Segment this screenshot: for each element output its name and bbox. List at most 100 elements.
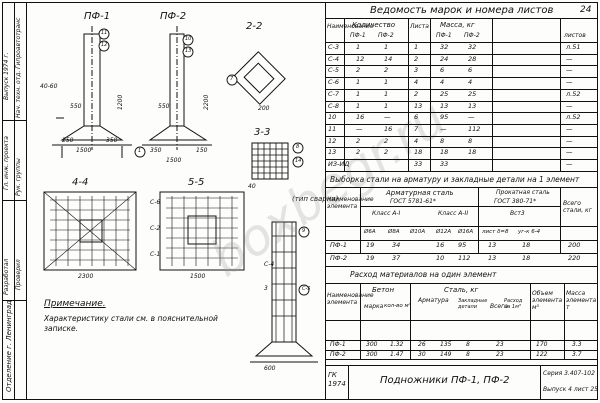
- steel-header: ГОСТ 5781-61*: [390, 198, 436, 205]
- table-cell: 6: [440, 66, 445, 75]
- table-row-rule: [325, 88, 597, 90]
- dimension-label: 250: [62, 137, 74, 144]
- table-cell: 13: [488, 241, 497, 249]
- material-subheader: Закладные детали: [458, 298, 488, 310]
- table-row-rule: [325, 100, 597, 102]
- dimension-label: 1500: [190, 273, 206, 280]
- table-cell: —: [440, 124, 447, 133]
- table-cell: 13: [328, 148, 337, 157]
- table-cell: 300: [366, 341, 378, 348]
- table-cell: 19: [366, 254, 375, 262]
- frame-top: [2, 2, 598, 3]
- marks-header: Масса, кг: [440, 21, 475, 29]
- table-cell: 4: [414, 78, 419, 87]
- table-cell: 16: [356, 113, 365, 122]
- table-cell: С-7: [328, 89, 340, 98]
- table-cell: 8: [440, 136, 445, 145]
- steel-rule-top: [325, 171, 597, 172]
- dimension-label: 2200: [203, 94, 210, 110]
- position-marker: С-5: [302, 286, 311, 292]
- view-title: ПФ-1: [84, 11, 111, 22]
- steel-header: Всего стали, кг: [563, 200, 592, 215]
- steel-subheader: лист δ=8: [482, 229, 509, 235]
- table-cell: 2: [384, 136, 389, 145]
- table-cell: —: [356, 124, 363, 133]
- table-cell: ПФ-1: [330, 341, 346, 348]
- table-cell: ИЗ-ИД: [328, 160, 350, 168]
- position-marker: 14: [295, 158, 302, 164]
- table-cell: 30: [418, 350, 426, 358]
- material-subheader: Расход на 1м³: [504, 298, 523, 310]
- table-cell: 12: [356, 54, 365, 63]
- table-cell: 32: [440, 43, 449, 51]
- stamp-series: ГК 1974: [328, 371, 346, 389]
- table-cell: ПФ-2: [330, 254, 347, 262]
- table-cell: 220: [568, 254, 581, 262]
- strip-sep-3: [2, 300, 26, 301]
- table-row-rule: [325, 65, 597, 67]
- table-cell: 2: [414, 54, 419, 63]
- steel-subheader: Класс А-II: [438, 210, 469, 217]
- material-header: Масса элемента т: [566, 290, 597, 312]
- table-cell: 4: [414, 136, 419, 145]
- steel-subheader: Ø8А: [388, 229, 400, 235]
- table-row-rule: [325, 159, 597, 160]
- table-cell: 37: [392, 254, 401, 262]
- stamp-title: Подножники ПФ-1, ПФ-2: [380, 375, 510, 386]
- table-cell: л.51: [566, 43, 581, 51]
- position-marker: С-4: [264, 261, 275, 268]
- material-header: Бетон: [372, 286, 395, 294]
- table-cell: 24: [440, 54, 449, 63]
- table-cell: 13: [414, 101, 423, 110]
- position-marker: С-2: [150, 225, 161, 232]
- table-cell: л.52: [566, 89, 581, 98]
- table-cell: С-3: [328, 43, 340, 51]
- steel-subheader: Вст3: [510, 210, 525, 217]
- section-1-1-footing: [254, 341, 314, 357]
- position-marker: 9: [302, 228, 306, 234]
- table-cell: —: [566, 160, 573, 168]
- table-cell: 1: [414, 43, 419, 51]
- marks-subheader: листов: [564, 32, 586, 39]
- marks-subheader: ПФ-2: [464, 32, 480, 39]
- table-cell: 7: [414, 124, 419, 133]
- table-cell: 3.3: [572, 341, 582, 348]
- table-cell: 1: [384, 89, 389, 98]
- material-subheader: марка: [364, 303, 384, 310]
- table-cell: 13: [440, 101, 449, 110]
- note-text: Характеристику стали см. в пояснительной…: [44, 314, 218, 333]
- table-row-rule: [325, 112, 597, 114]
- marks-rule: [325, 18, 597, 19]
- table-cell: 1: [384, 78, 389, 87]
- table-cell: 23: [496, 341, 504, 348]
- frame-bottom: [2, 399, 598, 400]
- table-cell: 2: [384, 66, 389, 75]
- table-cell: 34: [392, 241, 401, 249]
- table-cell: л.52: [566, 113, 581, 122]
- table-cell: 122: [536, 350, 548, 358]
- pf2-footing: [148, 125, 208, 141]
- dimension-label: 1500: [76, 147, 92, 154]
- table-cell: 18: [440, 148, 449, 157]
- table-cell: 200: [568, 241, 581, 249]
- table-cell: 33: [414, 160, 423, 168]
- table-cell: —: [566, 101, 573, 110]
- pf1-column: [83, 33, 101, 127]
- steel-subheader: Ø10А: [410, 229, 426, 235]
- table-cell: 12: [328, 136, 337, 145]
- material-table-title: Расход материалов на один элемент: [350, 270, 497, 279]
- table-row-rule: [325, 135, 597, 137]
- section-2-2: [232, 51, 286, 105]
- table-cell: 1: [356, 89, 361, 98]
- strip-sep-2: [2, 200, 26, 201]
- steel-subheader: Класс А-I: [372, 210, 401, 217]
- frame-right: [597, 2, 598, 399]
- steel-header: ГОСТ 380-71*: [494, 198, 537, 205]
- strip-line-2: [26, 2, 27, 399]
- table-cell: 149: [440, 350, 452, 358]
- table-cell: 95: [440, 113, 449, 122]
- material-header: Наименование элемента: [327, 292, 374, 307]
- material-subheader: Арматура: [418, 297, 449, 304]
- tables-left-border: [325, 2, 326, 399]
